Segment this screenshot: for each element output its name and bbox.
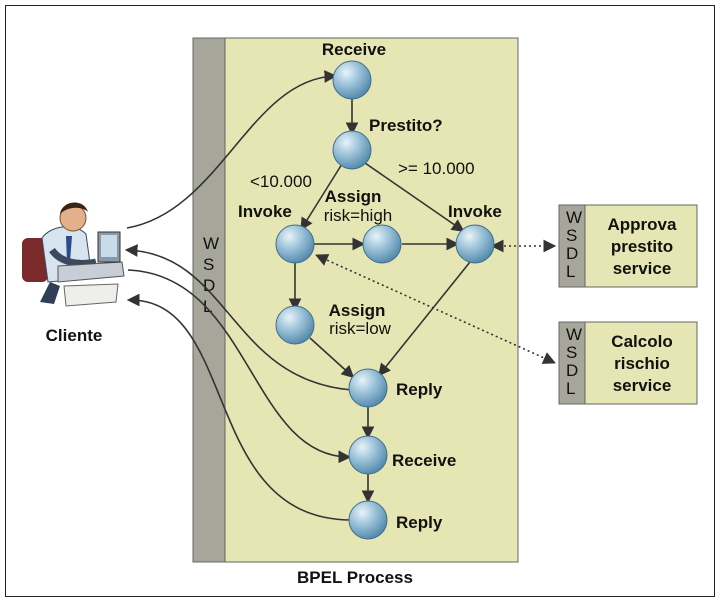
- label-assign-low-sub: risk=low: [329, 319, 392, 338]
- node-reply1: [348, 368, 388, 408]
- label-cond-low: <10.000: [250, 172, 312, 191]
- service2-line1: Calcolo: [611, 332, 672, 351]
- label-assign-low-title: Assign: [329, 301, 386, 320]
- label-receive2: Receive: [392, 451, 456, 470]
- node-receive2: [348, 435, 388, 475]
- service2-line3: service: [613, 376, 672, 395]
- service1-wsdl-s: S: [566, 226, 577, 245]
- service1-wsdl-d: D: [566, 244, 578, 263]
- node-assign-high: [362, 224, 402, 264]
- node-receive1: [332, 60, 372, 100]
- process-wsdl-d: D: [203, 276, 215, 295]
- service2-wsdl-d: D: [566, 361, 578, 380]
- label-invoke-right: Invoke: [448, 202, 502, 221]
- label-cliente: Cliente: [46, 326, 103, 345]
- label-assign-high-sub: risk=high: [324, 206, 393, 225]
- node-reply2: [348, 500, 388, 540]
- process-wsdl-s: S: [203, 255, 214, 274]
- label-invoke-left: Invoke: [238, 202, 292, 221]
- link-reply1-to-client: [124, 244, 353, 391]
- link-client-to-receive2: [127, 269, 352, 464]
- client-links: [124, 70, 353, 521]
- process-wsdl-w: W: [203, 234, 219, 253]
- node-invoke-right: [455, 224, 495, 264]
- label-cond-high: >= 10.000: [398, 159, 475, 178]
- service-approva-prestito: W S D L Approva prestito service: [558, 204, 698, 288]
- link-client-to-receive1: [126, 70, 338, 229]
- edge-decision-to-invoke-right: [364, 162, 465, 232]
- node-invoke-left: [275, 224, 315, 264]
- label-assign-high-title: Assign: [325, 187, 382, 206]
- service-calcolo-rischio: W S D L Calcolo rischio service: [558, 321, 698, 405]
- service2-wsdl-s: S: [566, 343, 577, 362]
- service1-line1: Approva: [608, 215, 678, 234]
- service2-wsdl-w: W: [566, 325, 582, 344]
- service1-line3: service: [613, 259, 672, 278]
- service1-line2: prestito: [611, 237, 673, 256]
- service1-wsdl-l: L: [566, 262, 575, 281]
- label-decision: Prestito?: [369, 116, 443, 135]
- service2-line2: rischio: [614, 354, 670, 373]
- label-reply2: Reply: [396, 513, 443, 532]
- label-receive1: Receive: [322, 40, 386, 59]
- process-wsdl-l: L: [203, 297, 212, 316]
- client-person-icon: [22, 202, 125, 307]
- edge-decision-to-invoke-left: [300, 163, 343, 231]
- node-assign-low: [275, 305, 315, 345]
- service1-wsdl-w: W: [566, 208, 582, 227]
- bpel-process-panel: [192, 37, 519, 563]
- node-decision: [332, 130, 372, 170]
- service2-wsdl-l: L: [566, 379, 575, 398]
- label-reply1: Reply: [396, 380, 443, 399]
- link-reply2-to-client: [126, 293, 353, 521]
- label-bpel-process: BPEL Process: [297, 568, 413, 587]
- process-nodes: [275, 60, 495, 540]
